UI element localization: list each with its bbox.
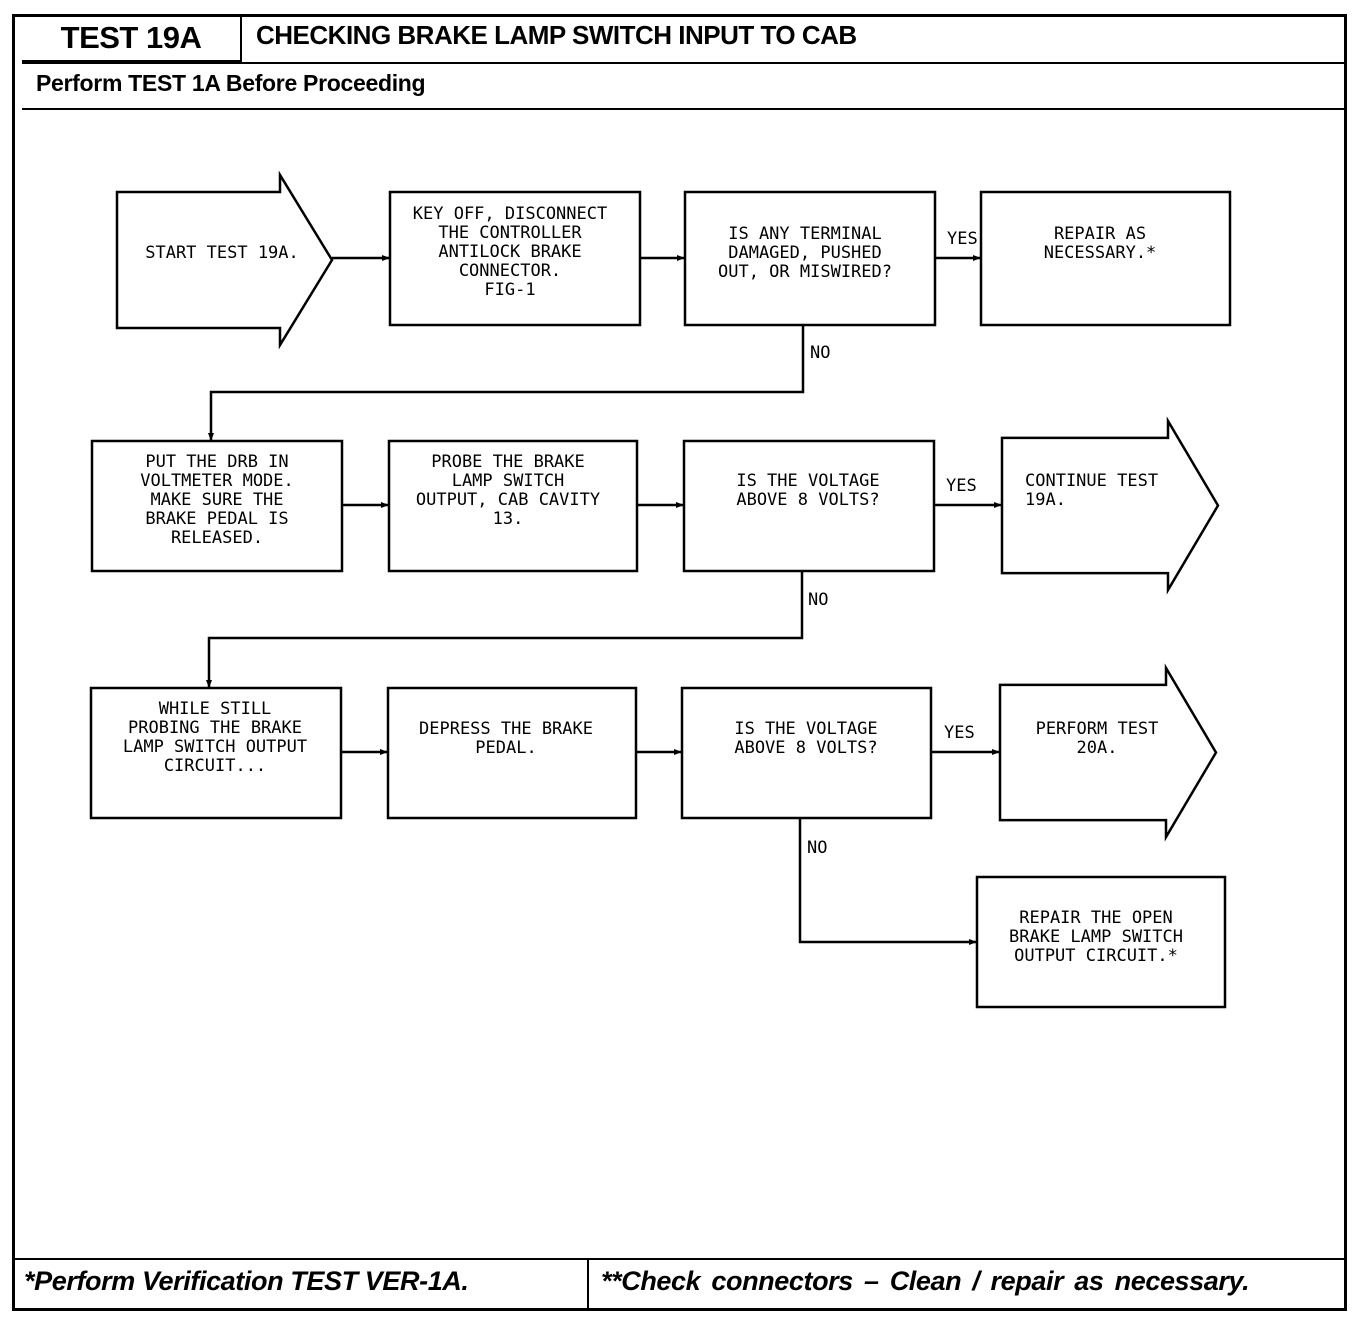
node-shape [89,686,343,820]
edge-voltage1-to-while_probing [206,571,804,688]
node-text-line: FIG-1 [484,280,535,300]
node-text-line: PERFORM TEST [1036,719,1159,739]
node-text-line: BRAKE LAMP SWITCH [1009,927,1183,947]
node-text-line: PROBE THE BRAKE [431,452,585,472]
node-text-line: CONTINUE TEST [1025,471,1158,491]
node-shape [682,439,936,573]
node-text-line: ABOVE 8 VOLTS? [736,490,879,510]
node-shape [1000,416,1220,595]
node-shape [388,190,642,327]
node-text-line: BRAKE PEDAL IS [145,509,288,529]
node-text-line: VOLTMETER MODE. [140,471,294,491]
node-text-line: WHILE STILL [159,699,272,719]
node-text-line: OUT, OR MISWIRED? [718,262,892,282]
node-text-line: MAKE SURE THE [150,490,283,510]
node-shape [680,686,933,820]
edge-terminal_check-to-drb_mode [208,325,805,441]
node-text-line: DEPRESS THE BRAKE [419,719,593,739]
edge-label-no: NO [808,590,828,610]
node-text-line: PROBING THE BRAKE [128,718,302,738]
edge-label-yes: YES [946,476,977,496]
node-text-line: OUTPUT, CAB CAVITY [416,490,600,510]
node-text-line: REPAIR THE OPEN [1019,908,1173,928]
node-start: START TEST 19A. [115,170,334,350]
node-text-line: ABOVE 8 VOLTS? [734,738,877,758]
node-shape [90,439,344,573]
node-shape [998,663,1218,842]
node-text-line: 20A. [1077,738,1118,758]
node-text-line: 13. [493,509,524,529]
page-title: CHECKING BRAKE LAMP SWITCH INPUT TO CAB [256,20,857,50]
node-text-line: THE CONTROLLER [438,223,582,243]
node-text-line: CIRCUIT... [164,756,266,776]
edge-voltage2-to-repair_open [798,818,977,945]
node-text-line: REPAIR AS [1054,224,1146,244]
node-text-line: IS THE VOLTAGE [736,471,879,491]
node-text-line: LAMP SWITCH [452,471,565,491]
footer-divider [12,1258,1347,1260]
edge-label-no: NO [810,343,830,363]
edge-label-yes: YES [944,723,975,743]
node-text-line: START TEST 19A. [145,243,299,263]
edge-label-no: NO [807,838,827,858]
node-text-line: PUT THE DRB IN [145,452,288,472]
node-text-line: DAMAGED, PUSHED [728,243,882,263]
node-text-line: OUTPUT CIRCUIT.* [1014,946,1178,966]
footer-column-divider [587,1258,589,1311]
node-text-line: NECESSARY.* [1044,243,1157,263]
node-shape [979,190,1232,327]
page-frame [12,14,1347,1311]
node-text-line: CONNECTOR. [459,261,561,281]
connector-note: **Check connectors – Clean / repair as n… [601,1266,1250,1296]
node-text-line: KEY OFF, DISCONNECT [413,204,607,224]
header-divider [22,62,1344,64]
node-shape [387,439,639,573]
node-text-line: ANTILOCK BRAKE [438,242,581,262]
node-shape [683,190,937,327]
node-shape [975,875,1227,1009]
header-divider-bottom [22,108,1344,110]
verification-note: *Perform Verification TEST VER-1A. [24,1266,469,1296]
node-text-line: LAMP SWITCH OUTPUT [123,737,307,757]
node-text-line: RELEASED. [171,528,263,548]
node-text-line: IS THE VOLTAGE [734,719,877,739]
edge-label-yes: YES [947,229,978,249]
test-id: TEST 19A [22,16,242,62]
node-text-line: PEDAL. [475,738,536,758]
node-shape [115,170,334,350]
node-shape [386,686,638,820]
node-text-line: IS ANY TERMINAL [728,224,882,244]
prerequisite-note: Perform TEST 1A Before Proceeding [36,70,426,96]
node-text-line: 19A. [1025,490,1066,510]
